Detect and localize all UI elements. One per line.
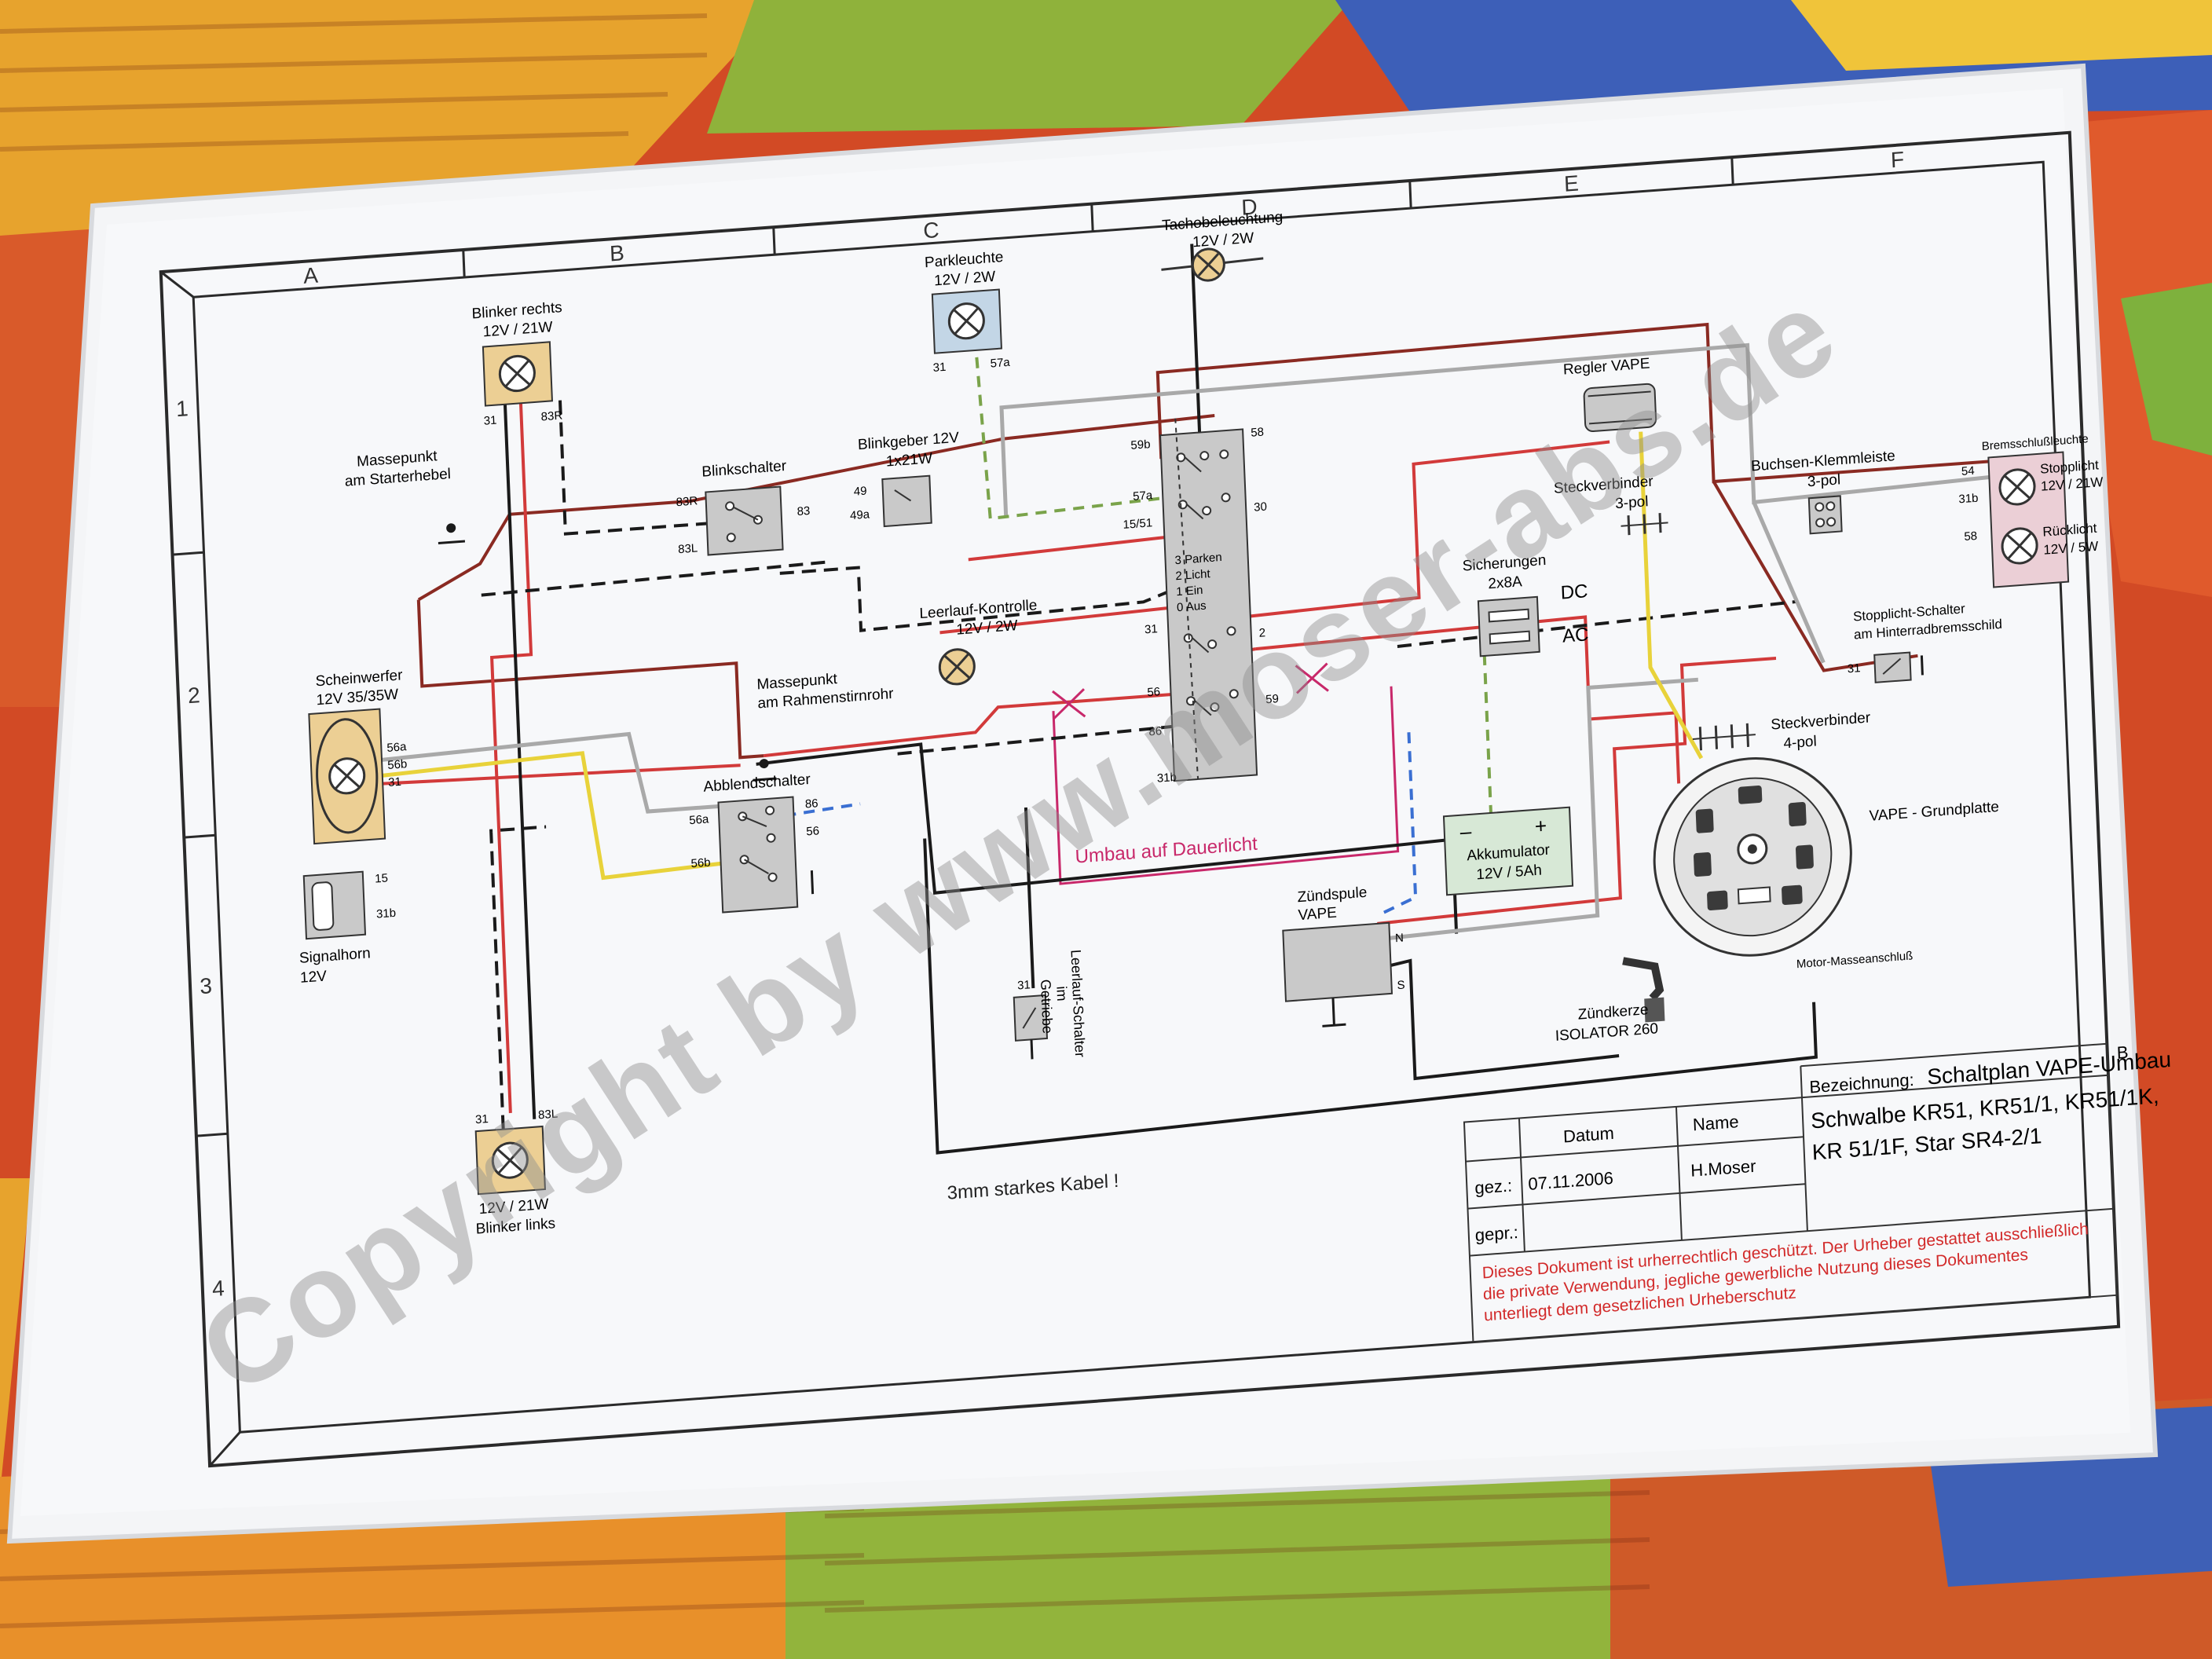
title-name-label: Name — [1692, 1111, 1739, 1134]
leerlauf-schalter-label: im — [1053, 986, 1070, 1002]
pin-label: 83R — [676, 494, 698, 509]
pin-label: S — [1397, 979, 1405, 993]
pin-label: 59 — [1265, 692, 1279, 706]
sicherungen-ac: AC — [1562, 624, 1589, 646]
buchsen-sub: 3-pol — [1807, 471, 1840, 490]
pin-label: 49 — [853, 485, 866, 499]
leerlauf-schalter-label: Getriebe — [1038, 979, 1056, 1034]
blinker-rechts: Blinker rechts 12V / 21W 31 83R — [471, 299, 563, 428]
pin-label: 56b — [387, 757, 408, 772]
pin-label: 2 — [1258, 626, 1265, 640]
pin-label: 15/51 — [1122, 516, 1152, 532]
pin-label: N — [1395, 932, 1404, 946]
zuendspule: Zündspule VAPE N S — [1282, 884, 1405, 1027]
scheinwerfer: Scheinwerfer 12V 35/35W 56a 56b 31 — [308, 667, 408, 845]
pin-label: 56a — [386, 740, 407, 755]
pin-label: 83L — [678, 541, 698, 556]
pin-label: 56b — [690, 855, 711, 870]
sicherungen-rating: 2x8A — [1488, 573, 1522, 592]
pin-label: 31 — [475, 1112, 489, 1126]
pin-label: 56 — [1147, 685, 1160, 699]
pin-label: 31 — [932, 361, 946, 375]
pin-label: 58 — [1964, 529, 1977, 544]
pin-label: 15 — [375, 871, 388, 885]
switch-legend: 1 Ein — [1176, 584, 1203, 599]
pin-label: 31 — [1144, 622, 1158, 636]
pin-label: 83 — [797, 504, 810, 518]
pin-label: 56 — [806, 824, 819, 838]
zuendschloss: 59b 58 57a 15/51 30 3 Parken 2 Licht 1 E… — [1122, 418, 1279, 786]
steckverbinder3-sub: 3-pol — [1615, 493, 1649, 512]
switch-legend: 2 Licht — [1175, 567, 1211, 583]
sicherungen-dc: DC — [1560, 580, 1588, 603]
pin-label: 54 — [1961, 464, 1975, 478]
pin-label: 31b — [1157, 771, 1177, 786]
pin-label: 31b — [1958, 492, 1979, 507]
battery-minus: – — [1459, 819, 1472, 844]
grid-col-f: F — [1890, 147, 1904, 172]
leerlauf-schalter: 31 Leerlauf-Schalter im Getriebe — [1013, 949, 1088, 1060]
wires — [377, 244, 1990, 1155]
drawing-frame — [159, 130, 2121, 1468]
pin-label: 31 — [483, 414, 496, 428]
pin-label: 59b — [1130, 438, 1151, 452]
switch-legend: 0 Aus — [1177, 599, 1207, 615]
grid-col-b: B — [610, 240, 625, 266]
regler-vape: Regler VAPE — [1563, 356, 1657, 433]
battery-plus: + — [1534, 814, 1547, 838]
grid-col-a: A — [303, 263, 319, 288]
steckverbinder4-sub: 4-pol — [1783, 734, 1817, 753]
akkumulator: – + Akkumulator 12V / 5Ah — [1442, 806, 1574, 896]
pin-label: 31 — [388, 775, 401, 789]
title-block — [1463, 1042, 2119, 1343]
bremsschlussleuchte: Bremsschlußleuchte Stopplicht 12V / 21W … — [1958, 432, 2104, 588]
pin-label: 57a — [990, 356, 1010, 371]
pin-label: 86 — [1148, 724, 1162, 738]
drawing-inner-frame — [192, 160, 2092, 1434]
grid-col-e: E — [1564, 170, 1580, 196]
zuendspule-sub: VAPE — [1298, 905, 1337, 925]
pin-label: 30 — [1254, 500, 1267, 515]
pin-label: 58 — [1251, 426, 1264, 440]
title-gepr-label: gepr.: — [1474, 1222, 1518, 1245]
blinkgeber-rating: 1x21W — [885, 450, 932, 470]
paper-sheet — [20, 88, 2130, 1516]
blinkgeber: Blinkgeber 12V 1x21W 49 49a — [850, 430, 960, 528]
title-gez-label: gez.: — [1474, 1175, 1513, 1197]
sicherungen: Sicherungen 2x8A DC AC — [1462, 552, 1589, 657]
pin-label: 56a — [689, 812, 709, 827]
grid-col-d: D — [1241, 194, 1258, 219]
pin-label: 49a — [850, 507, 870, 522]
switch-legend: 3 Parken — [1174, 551, 1222, 567]
pin-label: 31 — [1847, 661, 1860, 676]
umbau-markers — [1052, 662, 1329, 720]
grid-col-c: C — [923, 218, 939, 243]
signalhorn-rating: 12V — [300, 968, 328, 986]
grid-row-3: 3 — [200, 973, 213, 998]
pin-label: 86 — [805, 797, 819, 811]
pin-label: 83L — [538, 1108, 558, 1122]
grid-row-2: 2 — [188, 683, 201, 708]
title-datum-label: Datum — [1563, 1123, 1615, 1147]
pin-label: 83R — [540, 408, 562, 423]
pin-label: 57a — [1133, 489, 1153, 504]
grid-row-1: 1 — [176, 396, 189, 421]
grid-row-4: 4 — [211, 1276, 225, 1301]
pin-label: 31 — [1017, 978, 1031, 992]
title-gez-name: H.Moser — [1690, 1156, 1756, 1181]
pin-label: 31b — [376, 906, 397, 921]
title-corner: B — [2116, 1042, 2129, 1063]
